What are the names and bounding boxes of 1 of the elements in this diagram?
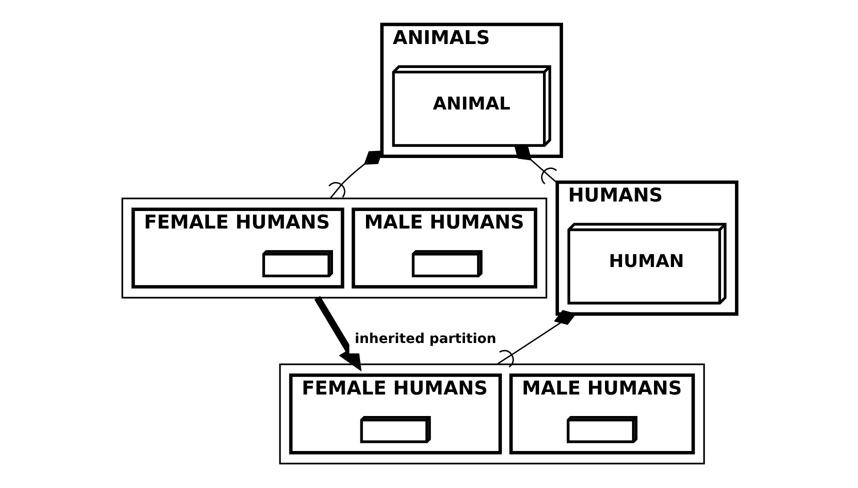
edge-label: inherited partition xyxy=(354,331,496,348)
